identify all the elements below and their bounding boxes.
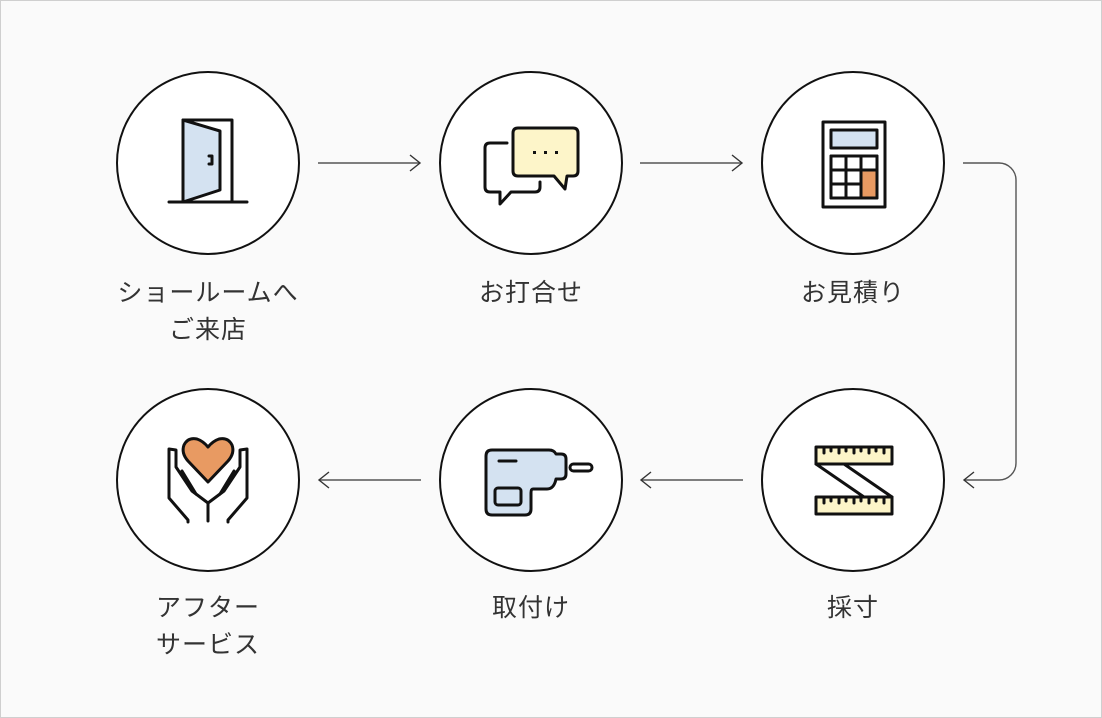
calculator-icon bbox=[821, 120, 887, 209]
connector-3-4 bbox=[962, 162, 1017, 489]
step-6-node bbox=[116, 388, 300, 572]
step-4-label: 採寸 bbox=[723, 589, 983, 626]
step-5-label: 取付け bbox=[401, 589, 661, 626]
step-1-node bbox=[116, 71, 300, 255]
step-3-label-line1: お見積り bbox=[800, 278, 905, 307]
drill-icon bbox=[484, 448, 594, 517]
measuring-tape-icon bbox=[814, 445, 894, 516]
step-1-label-line2: ご来店 bbox=[168, 315, 247, 344]
step-4-node bbox=[761, 388, 945, 572]
step-3-node bbox=[761, 71, 945, 255]
step-2-node bbox=[439, 71, 623, 255]
step-2-label-line1: お打合せ bbox=[478, 278, 583, 307]
connector-5-6 bbox=[317, 471, 421, 489]
step-3-label: お見積り bbox=[723, 274, 983, 311]
connector-4-5 bbox=[639, 471, 743, 489]
connector-1-2 bbox=[318, 154, 422, 172]
step-2-label: お打合せ bbox=[401, 274, 661, 311]
step-5-node bbox=[439, 388, 623, 572]
chat-bubbles-icon bbox=[483, 126, 580, 206]
step-4-label-line1: 採寸 bbox=[826, 593, 879, 622]
step-1-label: ショールームへ ご来店 bbox=[78, 274, 338, 348]
step-5-label-line1: 取付け bbox=[491, 593, 570, 622]
hands-heart-icon bbox=[167, 437, 249, 524]
step-1-label-line1: ショールームへ bbox=[117, 278, 299, 307]
connector-2-3 bbox=[640, 154, 744, 172]
door-icon bbox=[167, 118, 249, 204]
step-6-label: アフター サービス bbox=[78, 589, 338, 663]
step-6-label-line1: アフター bbox=[155, 593, 260, 622]
step-6-label-line2: サービス bbox=[155, 630, 260, 659]
